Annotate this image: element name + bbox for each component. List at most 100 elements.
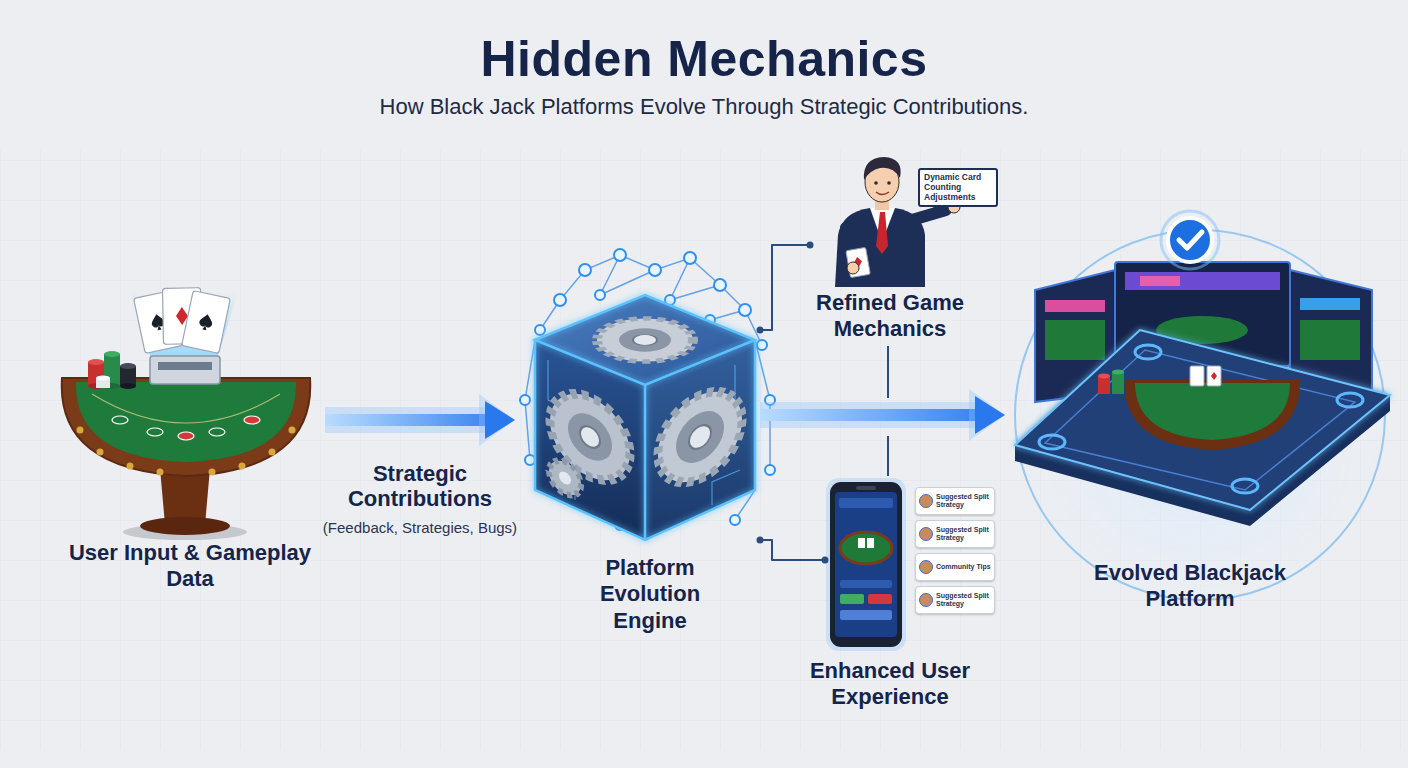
evolved-platform-illustration <box>1125 272 1280 290</box>
smartphone-illustration <box>867 538 874 548</box>
network-graph <box>757 340 767 350</box>
blackjack-table-illustration <box>150 356 220 384</box>
engine-cube <box>559 470 571 487</box>
evolved-platform-illustration <box>1098 374 1110 379</box>
blackjack-table-illustration <box>97 449 104 456</box>
engine-cube <box>597 318 693 361</box>
leader-line <box>887 346 889 398</box>
evolved-platform-illustration <box>1035 270 1115 402</box>
engine-cube <box>535 295 755 385</box>
process-node: Evolved Blackjack Platform <box>1005 210 1395 620</box>
network-graph <box>525 255 770 540</box>
node-label: Evolved Blackjack Platform <box>1080 560 1300 613</box>
blackjack-table-illustration <box>198 313 214 331</box>
blackjack-table-illustration <box>158 362 212 370</box>
blackjack-table-illustration <box>140 517 230 535</box>
evolved-platform-illustration <box>1135 383 1290 440</box>
dealer-illustration <box>874 181 878 185</box>
node-label: Suggested Split Strategy <box>936 493 991 508</box>
process-node: User Input & Gameplay Data <box>55 270 325 600</box>
engine-cube <box>658 378 742 496</box>
evolved-platform-illustration <box>1211 372 1217 380</box>
process-node: Refined Game Mechanics Dynamic Card Count… <box>810 160 1010 350</box>
background-grid <box>0 150 1408 750</box>
smartphone-illustration <box>839 498 893 508</box>
engine-cube <box>619 328 671 351</box>
network-graph <box>739 304 751 316</box>
avatar-icon <box>919 593 933 607</box>
engine-cube <box>580 423 600 451</box>
process-node: Platform Evolution Engine <box>515 250 760 640</box>
blackjack-table-illustration <box>157 469 164 476</box>
smartphone-illustration <box>858 538 865 548</box>
arrow-shaft <box>325 414 487 426</box>
edge-note: (Feedback, Strategies, Bugs) <box>320 519 520 536</box>
node-label: Platform Evolution Engine <box>575 555 725 634</box>
engine-cube <box>597 318 693 361</box>
blackjack-table-illustration <box>62 378 311 476</box>
network-graph <box>730 515 740 525</box>
blackjack-table-illustration <box>244 416 260 424</box>
node-label: Enhanced User Experience <box>805 658 975 711</box>
diagram-title: Hidden Mechanics <box>0 30 1408 88</box>
blackjack-table-illustration <box>269 449 276 456</box>
chat-bubble: Suggested Split Strategy <box>915 586 995 614</box>
connector-line <box>757 537 829 564</box>
leader-line <box>887 436 889 476</box>
engine-cube <box>535 295 755 540</box>
blackjack-table-illustration <box>182 291 231 354</box>
callout-box: Dynamic Card Counting Adjustments <box>918 168 998 207</box>
node-label: Suggested Split Strategy <box>936 592 991 607</box>
evolved-platform-illustration <box>1140 276 1180 286</box>
engine-cube <box>676 403 724 470</box>
blackjack-table-illustration <box>120 383 136 389</box>
connector-path <box>760 540 825 560</box>
connector-line <box>757 242 814 334</box>
node-label: Refined Game Mechanics <box>810 290 970 343</box>
avatar-icon <box>919 494 933 508</box>
evolved-platform-illustration <box>1098 376 1110 394</box>
evolved-platform-illustration <box>1135 345 1161 359</box>
blackjack-table-illustration <box>62 288 311 540</box>
evolved-platform-illustration <box>1168 218 1212 262</box>
connector-dot <box>807 242 814 249</box>
arrow-shaft <box>760 409 977 421</box>
engine-cube <box>545 360 740 505</box>
evolved-platform-illustration <box>1161 211 1219 269</box>
blackjack-table-illustration <box>120 363 136 369</box>
process-node: Enhanced User ExperienceSuggested Split … <box>825 470 1010 720</box>
evolved-platform-illustration <box>1045 320 1105 360</box>
subtitle-text: How Black Jack Platforms Evolve Through … <box>154 94 1254 120</box>
evolved-platform-illustration <box>1179 232 1202 248</box>
engine-cube <box>689 422 711 453</box>
evolved-platform-illustration <box>1045 350 1355 490</box>
evolved-platform-illustration <box>1337 393 1363 407</box>
blackjack-table-illustration <box>96 376 110 381</box>
node-label: Dynamic Card Counting Adjustments <box>924 173 992 202</box>
engine-cube <box>535 295 755 540</box>
smartphone-illustration <box>830 482 902 647</box>
smartphone-illustration <box>840 610 892 620</box>
dealer-illustration <box>912 210 946 220</box>
arrowhead <box>975 396 1005 434</box>
engine-cube <box>549 456 581 501</box>
flow-arrow <box>760 389 1005 441</box>
dealer-illustration <box>847 262 859 274</box>
blackjack-table-illustration <box>147 428 163 436</box>
evolved-platform-illustration <box>1190 366 1204 386</box>
network-graph <box>649 264 661 276</box>
evolved-platform-illustration <box>1300 320 1360 360</box>
blackjack-table-illustration <box>182 291 231 354</box>
arrow-glow <box>325 407 487 433</box>
arrow-glow <box>760 402 977 428</box>
edge-label: Strategic Contributions <box>330 461 510 512</box>
blackjack-table-illustration <box>112 416 128 424</box>
chat-bubble: Suggested Split Strategy <box>915 487 995 515</box>
engine-cube <box>633 335 657 346</box>
arrowhead-glow <box>479 394 515 446</box>
engine-cube <box>568 406 612 468</box>
evolved-platform-illustration <box>1039 435 1065 449</box>
arrowhead <box>485 401 515 439</box>
